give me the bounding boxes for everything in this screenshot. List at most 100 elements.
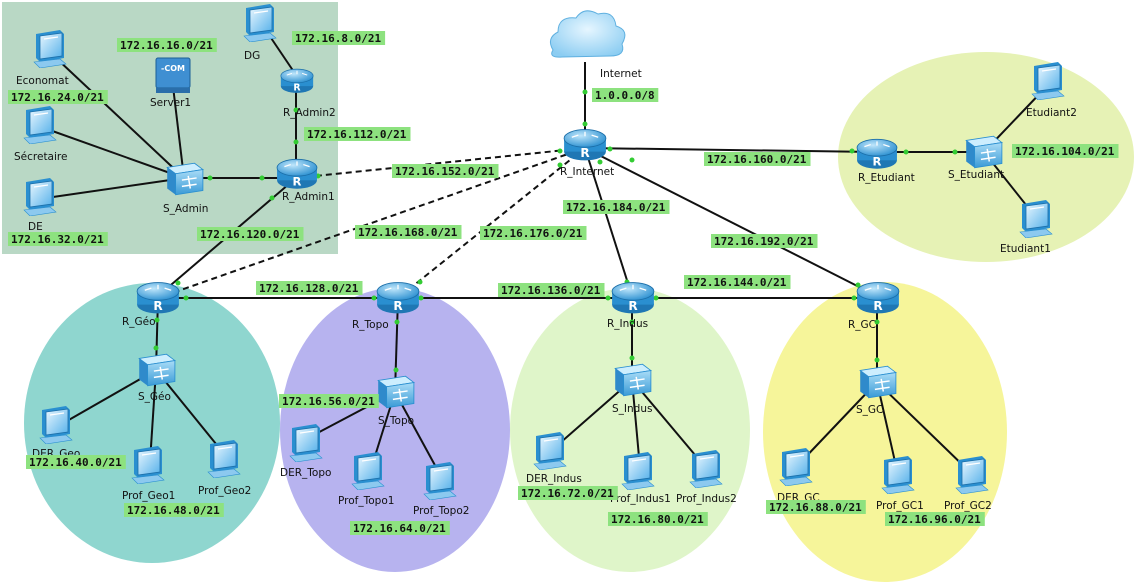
net-label-text: 172.16.40.0/21: [29, 456, 122, 469]
net-label-indus-gc: 172.16.144.0/21: [684, 275, 791, 289]
net-label-bg: [885, 512, 985, 526]
net-label-text: 172.16.112.0/21: [307, 128, 407, 141]
der-indus-label: DER_Indus: [526, 473, 582, 485]
net-label-bg: [1012, 144, 1119, 158]
net-label-text: 172.16.192.0/21: [714, 235, 814, 248]
r-internet-icon[interactable]: [563, 128, 607, 162]
s-etudiant-label: S_Etudiant: [948, 169, 1004, 181]
prof-topo2-pc-icon[interactable]: [423, 462, 457, 500]
net-label-bg: [711, 234, 818, 248]
net-label-internet-geo: 172.16.168.0/21: [355, 225, 462, 239]
net-label-text: 172.16.48.0/21: [127, 504, 220, 517]
link-sadmin-server: [171, 77, 185, 179]
prof-indus2-pc-icon[interactable]: [689, 450, 723, 488]
s-gc-label: S_GC: [856, 404, 883, 416]
s-admin-icon[interactable]: [166, 162, 204, 196]
net-label-bg: [8, 90, 108, 104]
net-label-internet-etudiant: 172.16.160.0/21: [704, 152, 811, 166]
net-label-dg: 172.16.8.0/21: [292, 31, 386, 45]
s-gc-icon[interactable]: [859, 365, 897, 399]
prof-geo1-pc-icon[interactable]: [131, 446, 165, 484]
prof-topo1-label: Prof_Topo1: [338, 495, 394, 507]
link-sgc-profgc2: [876, 381, 974, 476]
net-label-der-gc: 172.16.88.0/21: [766, 500, 866, 514]
net-label-bg: [480, 226, 587, 240]
net-label-der-indus: 172.16.72.0/21: [518, 486, 618, 500]
r-indus-icon[interactable]: [611, 281, 655, 315]
secretaire-label: Sécretaire: [14, 151, 67, 163]
net-label-etudiant-lan: 172.16.104.0/21: [1012, 144, 1119, 158]
s-geo-icon[interactable]: [138, 353, 176, 387]
prof-topo1-pc-icon[interactable]: [351, 452, 385, 490]
s-indus-icon[interactable]: [614, 363, 652, 397]
net-label-text: 172.16.32.0/21: [11, 233, 104, 246]
net-label-text: 172.16.80.0/21: [611, 513, 704, 526]
economat-label: Economat: [16, 75, 69, 87]
etudiant2-pc-icon[interactable]: [1031, 62, 1065, 100]
gc-zone: [763, 282, 1007, 582]
r-gc-icon[interactable]: [856, 281, 900, 315]
net-label-bg: [8, 232, 108, 246]
net-label-text: 172.16.144.0/21: [687, 276, 787, 289]
secretaire-pc-icon[interactable]: [23, 106, 57, 144]
s-etudiant-icon[interactable]: [965, 135, 1003, 169]
der-geo-pc-icon[interactable]: [39, 406, 73, 444]
net-label-admin1-geo: 172.16.120.0/21: [197, 227, 304, 241]
net-label-der-geo: 172.16.40.0/21: [26, 455, 126, 469]
der-topo-pc-icon[interactable]: [289, 424, 323, 462]
net-label-text: 172.16.16.0/21: [120, 39, 213, 52]
link-internet-indus: [584, 147, 633, 297]
dg-label: DG: [244, 50, 260, 62]
r-admin2-icon[interactable]: [280, 68, 314, 94]
net-label-bg: [498, 283, 605, 297]
r-geo-icon[interactable]: [136, 281, 180, 315]
s-admin-label: S_Admin: [163, 203, 208, 215]
net-label-text: 172.16.104.0/21: [1015, 145, 1115, 158]
net-label-bg: [608, 512, 708, 526]
der-gc-pc-icon[interactable]: [779, 448, 813, 486]
net-label-text: 1.0.0.0/8: [595, 89, 655, 102]
net-label-bg: [117, 38, 217, 52]
der-indus-pc-icon[interactable]: [533, 432, 567, 470]
net-label-bg: [684, 275, 791, 289]
r-gc-label: R_GC: [848, 319, 876, 331]
r-etudiant-icon[interactable]: [856, 138, 898, 170]
prof-gc2-label: Prof_GC2: [944, 500, 992, 512]
etudiant1-pc-icon[interactable]: [1019, 200, 1053, 238]
net-label-admin1-admin2: 172.16.112.0/21: [304, 127, 411, 141]
prof-geo2-pc-icon[interactable]: [207, 440, 241, 478]
net-label-internet-gc: 172.16.192.0/21: [711, 234, 818, 248]
net-label-admin1-internet: 172.16.152.0/21: [392, 164, 499, 178]
net-label-topo-indus: 172.16.136.0/21: [498, 283, 605, 297]
server1-icon[interactable]: -COM: [155, 57, 191, 93]
net-label-bg: [26, 455, 126, 469]
prof-indus1-pc-icon[interactable]: [621, 452, 655, 490]
link-sgeo-profgeo2: [155, 369, 226, 456]
prof-topo2-label: Prof_Topo2: [413, 505, 469, 517]
r-topo-icon[interactable]: [376, 281, 420, 315]
net-label-text: 172.16.160.0/21: [707, 153, 807, 166]
r-admin1-icon[interactable]: [276, 158, 318, 190]
s-topo-icon[interactable]: [377, 375, 415, 409]
prof-gc1-label: Prof_GC1: [876, 500, 924, 512]
net-label-text: 172.16.24.0/21: [11, 91, 104, 104]
dashed-links: [157, 147, 586, 299]
link-sadmin-economat: [55, 57, 185, 179]
r-internet-label: R_Internet: [560, 166, 614, 178]
dg-pc-icon[interactable]: [243, 4, 277, 42]
net-label-server: 172.16.16.0/21: [117, 38, 217, 52]
net-label-internet-topo: 172.16.176.0/21: [480, 226, 587, 240]
prof-gc1-pc-icon[interactable]: [881, 456, 915, 494]
internet-cloud-label: Internet: [600, 68, 642, 80]
link-sadmin-de: [45, 177, 185, 199]
economat-pc-icon[interactable]: [33, 30, 67, 68]
link-internet-gc: [584, 147, 878, 297]
s-indus-label: S_Indus: [612, 403, 652, 415]
net-label-bg: [256, 281, 363, 295]
de-pc-icon[interactable]: [23, 178, 57, 216]
s-geo-label: S_Géo: [138, 391, 171, 403]
prof-geo1-label: Prof_Geo1: [122, 490, 175, 502]
prof-gc2-pc-icon[interactable]: [955, 456, 989, 494]
internet-cloud-icon: [549, 10, 626, 58]
